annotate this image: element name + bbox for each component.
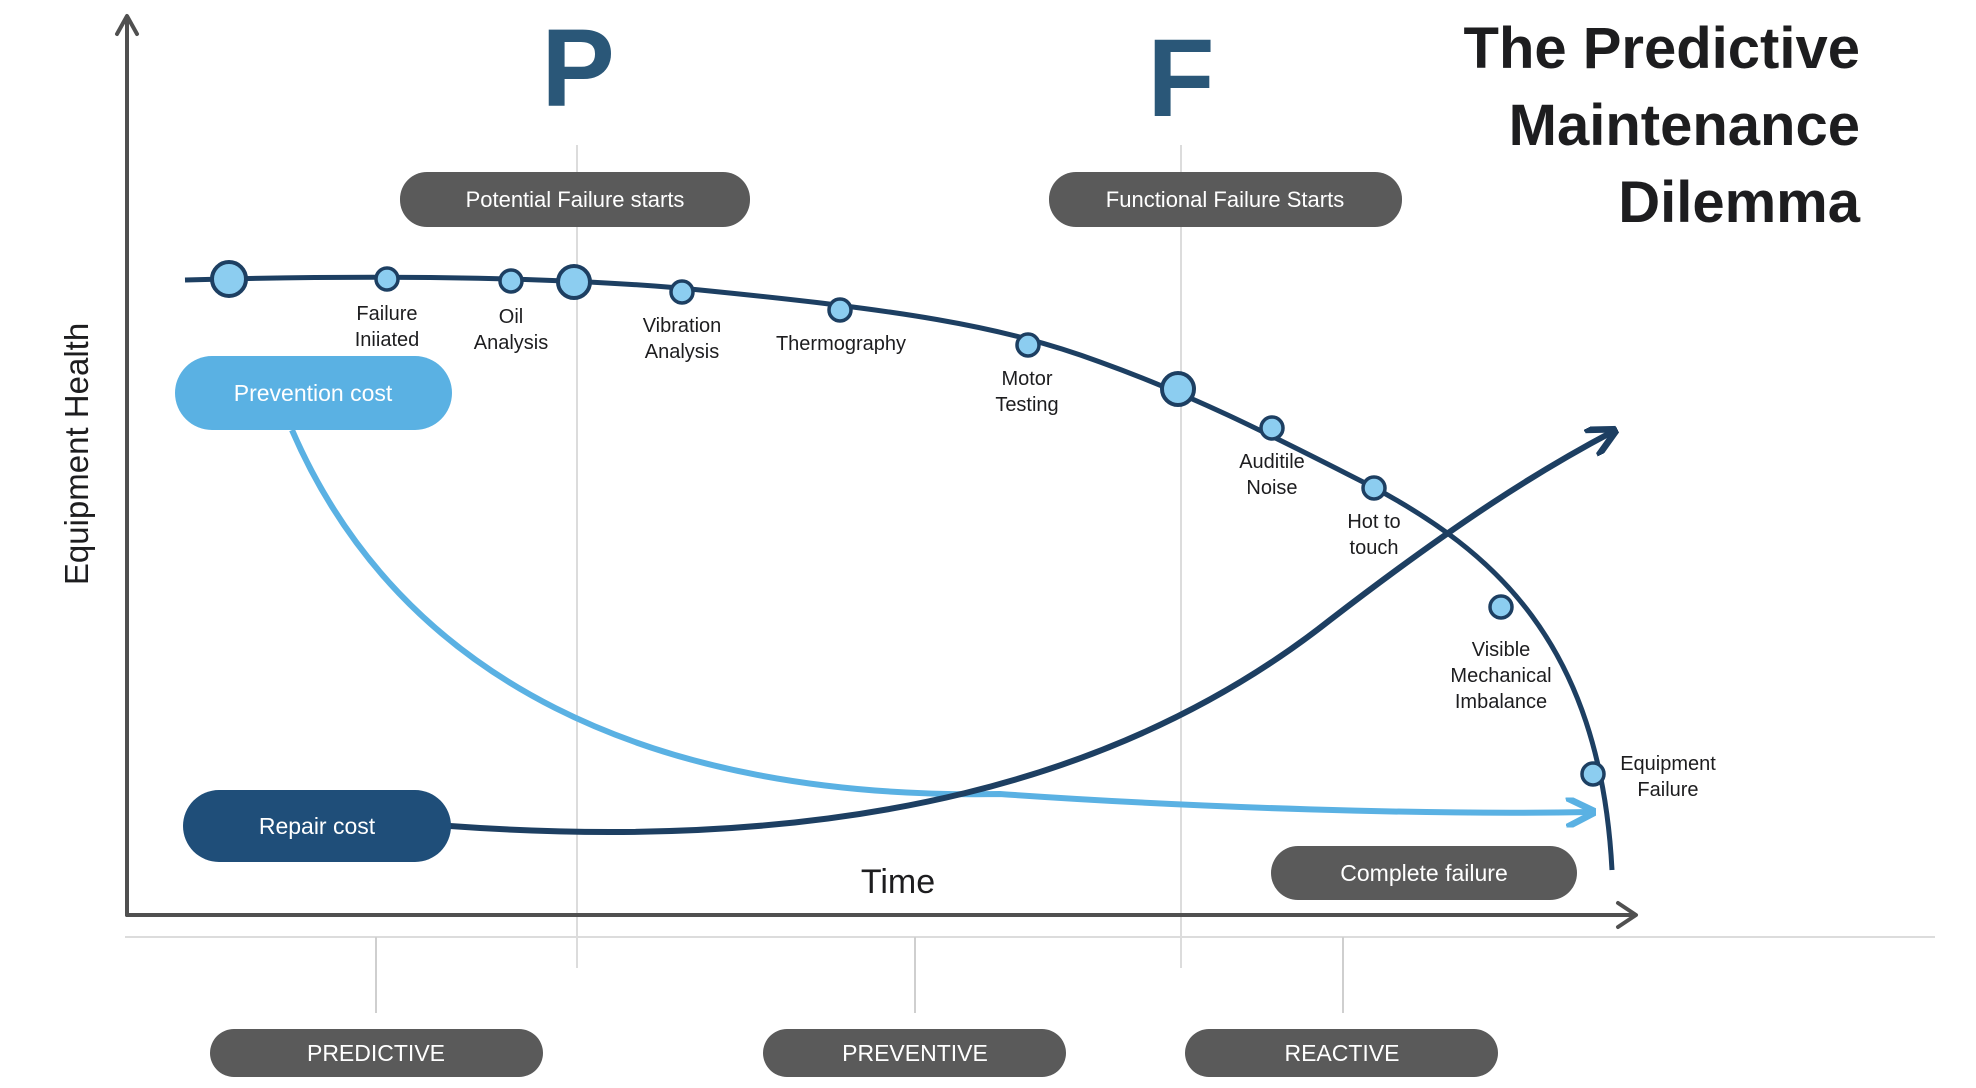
health-point-label-line: Thermography xyxy=(776,333,906,355)
potential-failure-pill: Potential Failure starts xyxy=(400,172,750,227)
health-point-label-line: Failure xyxy=(356,303,417,325)
health-point-label-line: Hot to xyxy=(1347,511,1400,533)
health-point-marker xyxy=(1015,332,1041,358)
health-point-marker xyxy=(374,266,400,292)
health-point-start xyxy=(210,260,248,298)
health-point-label-line: Auditile xyxy=(1239,451,1305,473)
diagram-title: The Predictive Maintenance Dilemma xyxy=(1300,10,1860,241)
svg-text:Functional Failure Starts: Functional Failure Starts xyxy=(1106,187,1344,212)
health-point-marker xyxy=(1259,415,1285,441)
health-point-marker xyxy=(1361,475,1387,501)
health-point-label-line: Noise xyxy=(1246,477,1297,499)
prevention-cost-curve xyxy=(289,428,1590,813)
y-axis-arrowhead xyxy=(115,14,139,36)
health-point-p-point xyxy=(556,264,592,300)
health-point-f-point xyxy=(1160,371,1196,407)
strategy-preventive: PREVENTIVE xyxy=(763,1029,1066,1077)
health-point-label: Thermography xyxy=(776,333,906,355)
health-point-label-line: Oil xyxy=(499,306,523,328)
health-point-marker xyxy=(498,268,524,294)
svg-text:Potential Failure starts: Potential Failure starts xyxy=(466,187,685,212)
repair-cost-pill: Repair cost xyxy=(183,790,451,862)
health-point-label-line: Equipment xyxy=(1620,753,1716,775)
health-point-hot-to-touch: Hot to touch xyxy=(1347,475,1401,559)
y-axis-label: Equipment Health xyxy=(58,323,95,585)
prevention-cost-pill: Prevention cost xyxy=(175,356,452,430)
health-point-thermography: Thermography xyxy=(776,297,906,355)
health-point-label-line: Vibration xyxy=(643,315,722,337)
health-point-label-line: Analysis xyxy=(474,332,548,354)
svg-text:PREDICTIVE: PREDICTIVE xyxy=(307,1040,445,1066)
strategy-reactive: REACTIVE xyxy=(1185,1029,1498,1077)
health-point-label-line: Failure xyxy=(1637,779,1698,801)
strategy-predictive: PREDICTIVE xyxy=(210,1029,543,1077)
complete-failure-pill: Complete failure xyxy=(1271,846,1577,900)
health-point-marker xyxy=(827,297,853,323)
health-point-marker xyxy=(1488,594,1514,620)
health-point-label-line: Analysis xyxy=(645,341,719,363)
svg-text:Complete failure: Complete failure xyxy=(1340,860,1507,886)
equipment-health-curve xyxy=(184,274,1615,871)
health-point-label: Hot to touch xyxy=(1347,511,1400,559)
x-axis-label: Time xyxy=(861,863,935,901)
functional-failure-pill: Functional Failure Starts xyxy=(1049,172,1402,227)
title-line-3: Dilemma xyxy=(1618,170,1860,235)
health-point-label-line: Imbalance xyxy=(1455,691,1547,713)
p-marker: P xyxy=(541,7,614,130)
health-point-marker xyxy=(1580,761,1606,787)
health-point-label-line: Motor xyxy=(1001,368,1052,390)
health-point-label-line: Visible xyxy=(1472,639,1531,661)
health-point-marker xyxy=(210,260,248,298)
health-point-marker xyxy=(1160,371,1196,407)
svg-text:Prevention cost: Prevention cost xyxy=(234,380,393,406)
title-line-1: The Predictive xyxy=(1463,16,1860,81)
health-point-label-line: touch xyxy=(1350,537,1399,559)
health-point-label-line: Testing xyxy=(995,394,1058,416)
svg-text:Repair cost: Repair cost xyxy=(259,813,376,839)
health-point-marker xyxy=(556,264,592,300)
health-point-label-line: Mechanical xyxy=(1450,665,1551,687)
repair-cost-curve xyxy=(449,432,1612,835)
svg-text:PREVENTIVE: PREVENTIVE xyxy=(842,1040,988,1066)
x-axis-arrowhead xyxy=(1616,901,1638,929)
svg-text:REACTIVE: REACTIVE xyxy=(1284,1040,1399,1066)
title-line-2: Maintenance xyxy=(1508,93,1860,158)
health-point-label-line: Iniiated xyxy=(355,329,420,351)
health-point-marker xyxy=(669,279,695,305)
f-marker: F xyxy=(1147,17,1214,140)
